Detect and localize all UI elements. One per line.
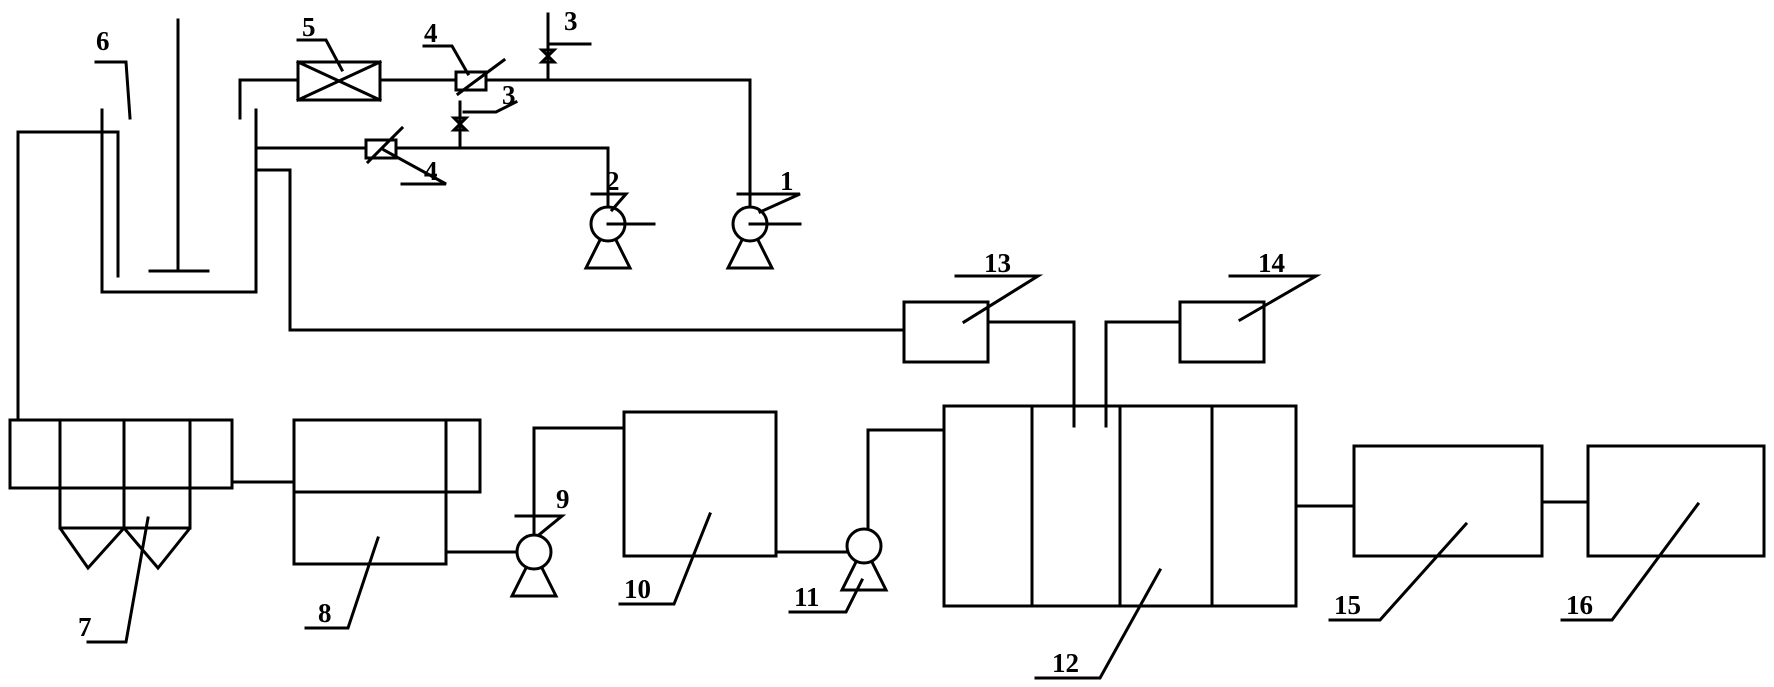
label-valve-3-top: 3 xyxy=(564,6,578,36)
label-unit-8: 8 xyxy=(318,598,332,628)
labels: 6 5 4 3 3 4 2 1 13 14 9 7 8 10 11 12 15 … xyxy=(78,6,1593,678)
unit-14 xyxy=(1178,300,1266,364)
unit-13 xyxy=(902,300,990,364)
gas-line-upper xyxy=(238,78,752,208)
pump-2 xyxy=(583,205,656,270)
tank-6 xyxy=(100,18,258,294)
label-unit-7: 7 xyxy=(78,612,92,642)
gas-line-lower xyxy=(254,146,610,208)
pump-1 xyxy=(725,205,802,270)
pump-11 xyxy=(839,527,889,592)
label-pump-1: 1 xyxy=(780,166,794,196)
unit-7 xyxy=(8,418,234,571)
label-unit-14: 14 xyxy=(1258,248,1285,278)
label-flowmeter-4-low: 4 xyxy=(424,156,438,186)
line-11-to-12 xyxy=(866,428,946,531)
label-unit-12: 12 xyxy=(1052,648,1079,678)
unit-12 xyxy=(942,404,1298,608)
label-pump-9: 9 xyxy=(556,484,570,514)
pump-9 xyxy=(509,533,559,598)
label-valve-3-mid: 3 xyxy=(502,80,516,110)
unit-5-box xyxy=(296,60,382,102)
flowmeter-4-lower xyxy=(364,125,405,165)
line-6-to-13 xyxy=(254,168,906,332)
unit-16 xyxy=(1586,444,1766,558)
label-pump-2: 2 xyxy=(606,166,620,196)
label-flowmeter-4-top: 4 xyxy=(424,18,438,48)
label-unit-15: 15 xyxy=(1334,590,1361,620)
flowmeter-4-upper xyxy=(454,57,507,97)
label-unit-5: 5 xyxy=(302,12,316,42)
line-9-to-10 xyxy=(532,426,626,537)
label-tank-6: 6 xyxy=(96,26,110,56)
line-6-to-7 xyxy=(16,130,120,422)
label-tank-10: 10 xyxy=(624,574,651,604)
valve-3-upper xyxy=(538,12,558,82)
leader-lines xyxy=(86,38,1701,680)
tank-10 xyxy=(622,410,778,558)
label-unit-16: 16 xyxy=(1566,590,1593,620)
label-pump-11: 11 xyxy=(794,582,820,612)
line-13-to-12 xyxy=(986,320,1076,428)
line-14-to-12 xyxy=(1104,320,1182,428)
label-unit-13: 13 xyxy=(984,248,1011,278)
unit-15 xyxy=(1352,444,1544,558)
unit-8 xyxy=(292,418,482,566)
valve-3-lower xyxy=(450,100,470,150)
